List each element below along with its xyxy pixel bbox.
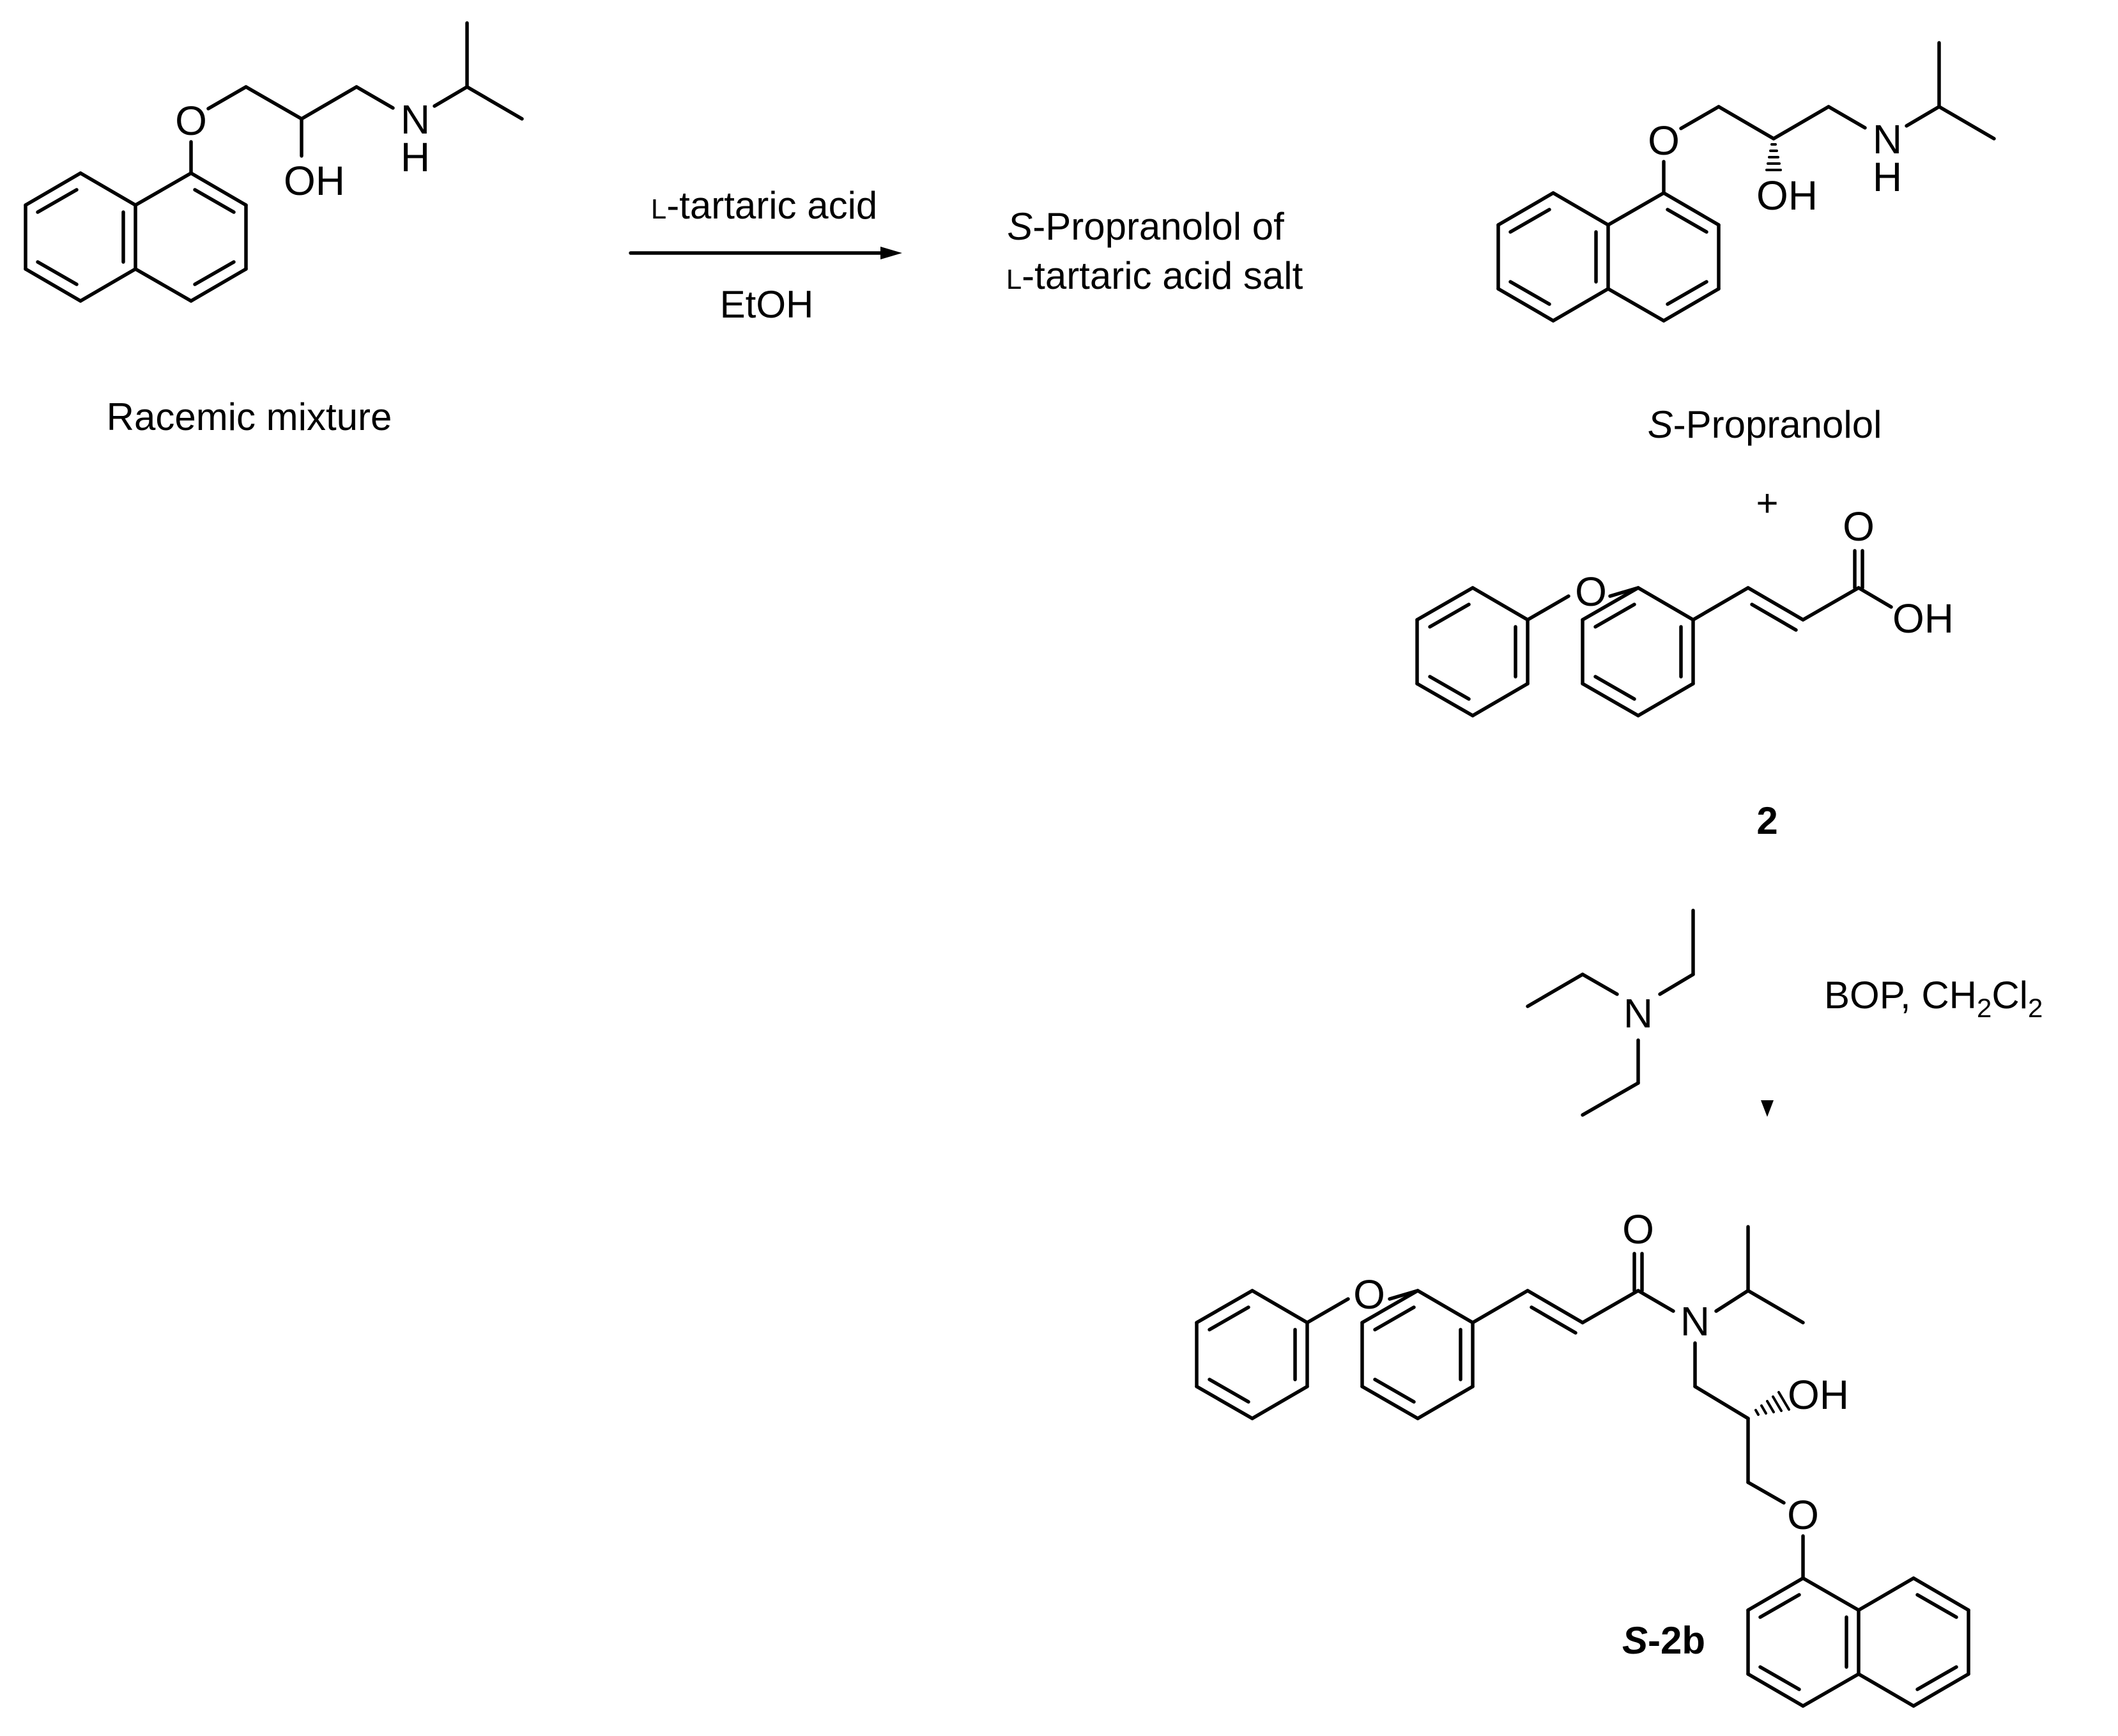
- hashed-wedge-bond: [1765, 143, 1782, 171]
- benzene-ring: [1360, 1289, 1475, 1420]
- solvent-etoh: EtOH: [720, 283, 814, 326]
- phenyl-ring: [1415, 586, 1530, 718]
- ether-oxygen: O: [1648, 118, 1680, 164]
- s-propranolol-label: S-Propranolol: [1648, 403, 1882, 446]
- ether-oxygen: O: [175, 98, 207, 144]
- reaction-arrow-1: [629, 247, 902, 259]
- naphthalene-ring: [1746, 1576, 1970, 1708]
- product-s-2b-label: S-2b: [1622, 1619, 1705, 1662]
- amine-hydrogen: H: [401, 134, 430, 180]
- amide-nitrogen: N: [1680, 1298, 1710, 1344]
- phenyl-ring: [1195, 1289, 1309, 1420]
- compound-2-structure: O O OH: [1415, 503, 1954, 718]
- amine-nitrogen: N: [1873, 116, 1902, 162]
- reaction-arrow-2: [1761, 1100, 1774, 1117]
- s-propranolol-structure: O OH N H: [1496, 41, 1996, 323]
- ether-oxygen: O: [1575, 569, 1607, 615]
- hydroxyl-group: OH: [1756, 173, 1818, 219]
- racemic-propranolol-structure: O OH N H: [24, 21, 524, 303]
- intermediate-salt-line2: L-tartaric acid salt: [1006, 254, 1303, 297]
- hydroxyl-group: OH: [1788, 1372, 1849, 1418]
- plus-sign: +: [1756, 482, 1778, 525]
- hydroxyl-group: OH: [284, 158, 345, 204]
- naphthalene-ring: [1496, 191, 1721, 323]
- naphthyl-ether-oxygen: O: [1787, 1492, 1819, 1538]
- compound-2-label: 2: [1756, 799, 1777, 842]
- racemic-mixture-label: Racemic mixture: [107, 396, 392, 438]
- amine-nitrogen: N: [401, 96, 430, 142]
- hashed-wedge-bond: [1754, 1391, 1790, 1416]
- product-s-2b-structure: O O N OH O: [1195, 1206, 1970, 1708]
- reagent-bop-ch2cl2: BOP, CH2Cl2: [1824, 974, 2043, 1023]
- triethylamine-structure: N: [1526, 909, 1695, 1117]
- ether-oxygen: O: [1353, 1271, 1385, 1317]
- intermediate-salt-line1: S-Propranolol of: [1007, 205, 1284, 248]
- amine-hydrogen: H: [1873, 154, 1902, 200]
- reagent-l-tartaric-acid: L-tartaric acid: [651, 184, 878, 227]
- carboxylic-hydroxyl: OH: [1892, 595, 1954, 641]
- naphthalene-ring: [24, 171, 248, 303]
- tertiary-amine-nitrogen: N: [1623, 990, 1653, 1036]
- amide-oxygen: O: [1622, 1206, 1654, 1252]
- benzene-ring: [1581, 586, 1695, 718]
- carbonyl-oxygen: O: [1843, 503, 1875, 549]
